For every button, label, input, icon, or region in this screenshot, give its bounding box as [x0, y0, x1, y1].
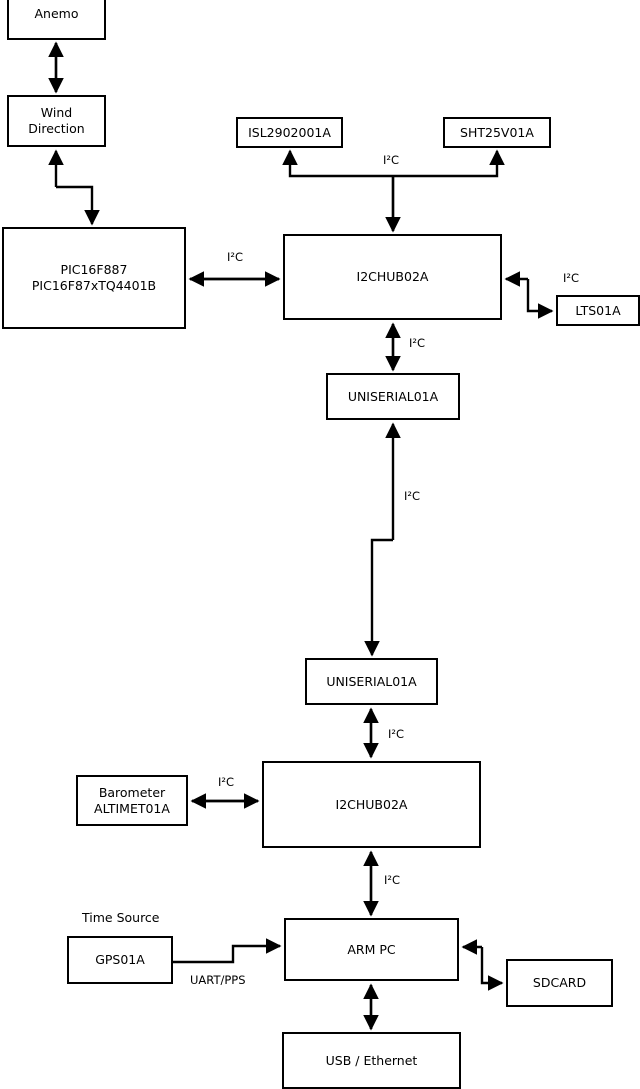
block-hub_top[interactable]: I2CHUB02A: [283, 234, 502, 320]
block-hub_bottom[interactable]: I2CHUB02A: [262, 761, 481, 848]
block-lts[interactable]: LTS01A: [556, 295, 640, 326]
block-barometer[interactable]: Barometer ALTIMET01A: [76, 775, 188, 826]
block-sht[interactable]: SHT25V01A: [443, 117, 551, 148]
edge-label-lbl_uniser_uniser: I²C: [404, 489, 421, 503]
block-label-hub_top: I2CHUB02A: [356, 269, 429, 285]
block-isl[interactable]: ISL2902001A: [236, 117, 343, 148]
wire-hub-isl: [282, 149, 393, 178]
block-label-usbeth: USB / Ethernet: [325, 1052, 418, 1068]
label-time_source: Time Source: [82, 910, 160, 925]
wire-hub-lts: [526, 279, 554, 319]
block-label-gps: GPS01A: [95, 952, 145, 968]
block-label-barometer: Barometer ALTIMET01A: [94, 784, 170, 816]
block-wind[interactable]: Wind Direction: [7, 95, 106, 147]
edge-label-lbl_uart_pps: UART/PPS: [190, 973, 246, 987]
block-uniserial_up[interactable]: UNISERIAL01A: [326, 373, 460, 420]
block-label-pic: PIC16F887 PIC16F87xTQ4401B: [31, 262, 157, 293]
block-sdcard[interactable]: SDCARD: [506, 959, 613, 1007]
block-usbeth[interactable]: USB / Ethernet: [282, 1032, 461, 1089]
wire-armpc-sdcard: [480, 947, 504, 991]
block-label-uniserial_up: UNISERIAL01A: [347, 388, 439, 404]
wire-hub-sht: [393, 149, 505, 178]
block-label-anemo: Anemo: [34, 6, 79, 22]
edge-label-lbl_hub2_arm: I²C: [384, 873, 401, 887]
block-armpc[interactable]: ARM PC: [284, 918, 459, 981]
edge-label-lbl_hub_uniser: I²C: [409, 336, 426, 350]
edge-label-lbl_hub_lts: I²C: [563, 271, 580, 285]
block-label-hub_bottom: I2CHUB02A: [335, 796, 408, 812]
block-label-sht: SHT25V01A: [460, 124, 534, 140]
wire-gps-armpc: [173, 938, 282, 964]
wire-wind-pic-jog: [56, 185, 100, 226]
block-gps[interactable]: GPS01A: [67, 936, 173, 984]
edge-label-lbl_isl_sht: I²C: [383, 153, 400, 167]
edge-label-lbl_baro_hub2: I²C: [218, 775, 235, 789]
block-label-armpc: ARM PC: [347, 941, 396, 957]
edge-label-lbl_pic_hub: I²C: [227, 250, 244, 264]
edge-label-lbl_uniser_hub2: I²C: [388, 727, 405, 741]
block-label-uniserial_lo: UNISERIAL01A: [326, 673, 417, 689]
block-label-isl: ISL2902001A: [248, 124, 331, 140]
block-label-wind: Wind Direction: [28, 105, 85, 136]
block-label-sdcard: SDCARD: [532, 975, 587, 991]
block-anemo[interactable]: Anemo: [7, 0, 106, 40]
block-uniserial_lo[interactable]: UNISERIAL01A: [305, 658, 438, 705]
block-label-lts: LTS01A: [575, 302, 621, 318]
wire-uniserial-link-down: [364, 538, 393, 657]
block-pic[interactable]: PIC16F887 PIC16F87xTQ4401B: [2, 227, 186, 329]
